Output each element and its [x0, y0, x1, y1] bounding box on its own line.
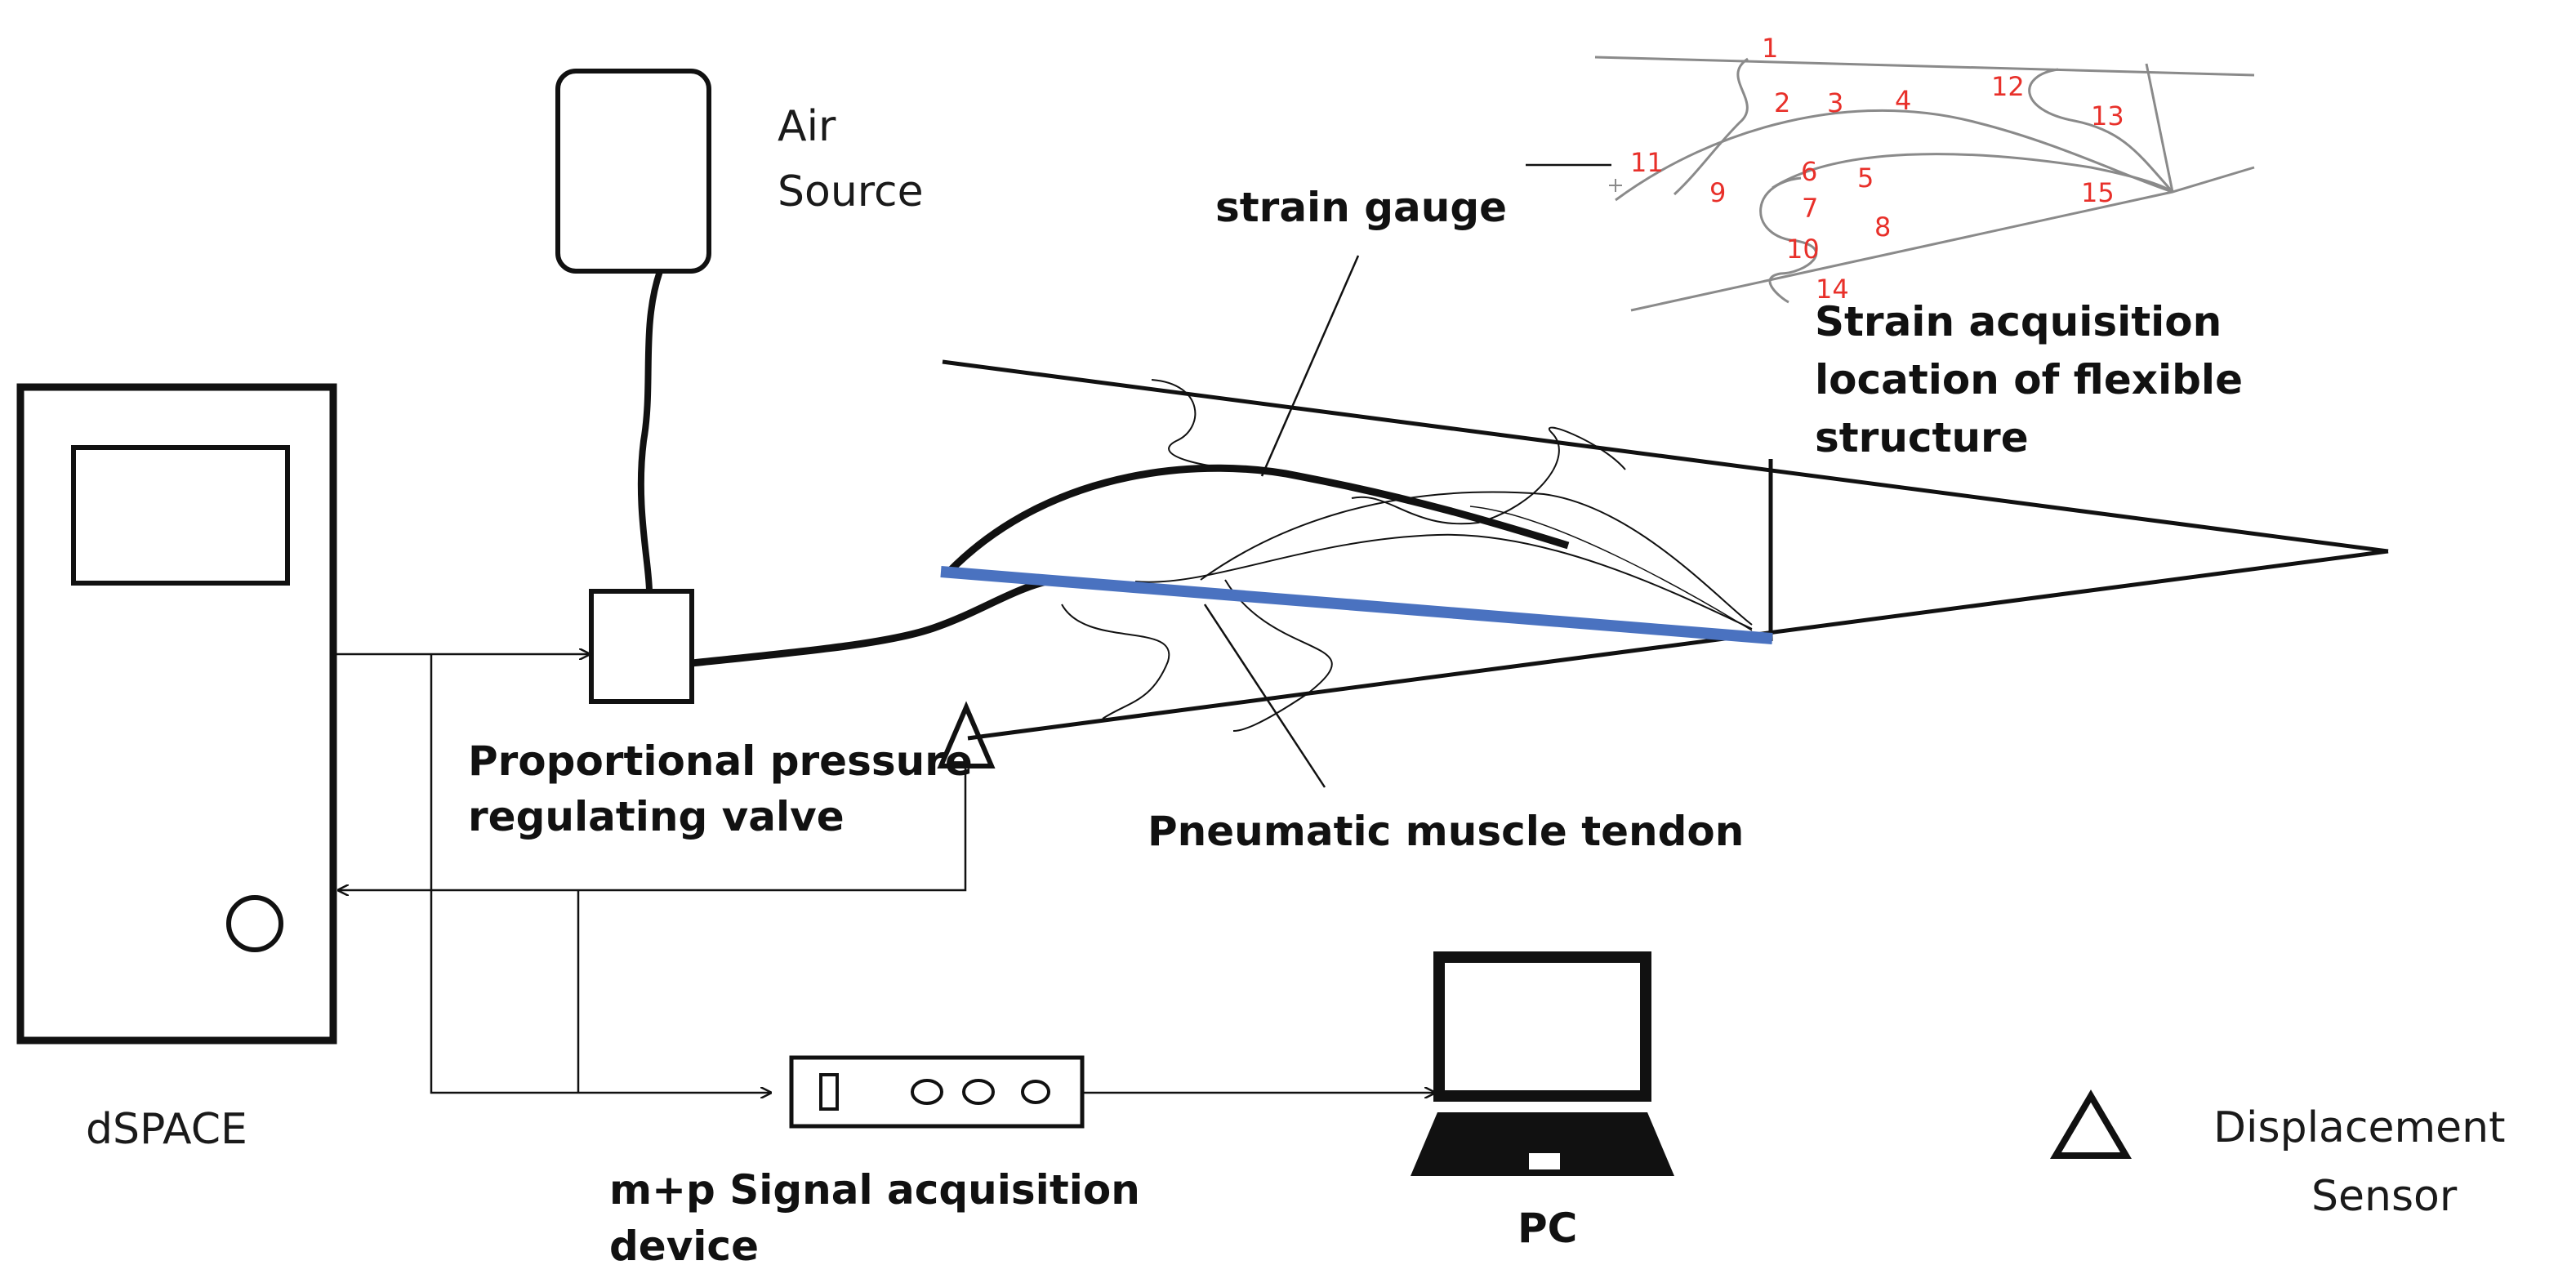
inset-arc-1 [1615, 109, 2173, 202]
inset-point-numbers: 1 2 3 4 5 6 7 8 9 10 11 12 13 14 15 [1630, 33, 2124, 305]
daq-label-line2: device [609, 1223, 759, 1270]
point-number: 7 [1802, 193, 1818, 224]
inset-cross-mark [1609, 179, 1622, 192]
wing-upper-skin [942, 359, 2389, 554]
inset-rib-left [1673, 57, 1749, 196]
dspace-label: dSPACE [86, 1105, 247, 1154]
inset-label-line3: structure [1815, 414, 2029, 461]
inset-label-line2: location of flexible [1815, 356, 2243, 403]
air-source-label-line2: Source [778, 167, 924, 216]
point-number: 13 [2091, 100, 2124, 131]
wing-lower-skin [967, 549, 2389, 741]
dspace-cabinet-icon [16, 383, 337, 1045]
point-number: 3 [1827, 87, 1843, 118]
dspace-control-bus [430, 654, 771, 1093]
point-number: 8 [1874, 212, 1891, 243]
point-number: 5 [1857, 163, 1874, 194]
point-number: 15 [2081, 177, 2115, 208]
point-number: 10 [1786, 234, 1820, 265]
sensor-legend-label-line1: Displacement [2213, 1103, 2505, 1152]
flexible-wing-structure [940, 255, 2389, 788]
point-number: 4 [1895, 85, 1911, 116]
pc-label: PC [1518, 1205, 1577, 1252]
pneumatic-muscle-tendon [940, 566, 1773, 644]
point-number: 1 [1762, 33, 1778, 64]
legend-triangle-icon [2050, 1089, 2132, 1159]
strain-location-inset [1526, 56, 2255, 312]
inset-upper-line [1594, 56, 2255, 77]
inner-flexible-ribs [1061, 379, 1753, 732]
inset-spar [2145, 63, 2174, 193]
tendon-label: Pneumatic muscle tendon [1148, 808, 1744, 855]
inset-label-line1: Strain acquisition [1815, 298, 2222, 345]
inset-rib-lower [1759, 176, 1818, 304]
point-number: 12 [1991, 71, 2025, 102]
strain-gauge-label: strain gauge [1215, 184, 1507, 231]
air-source [555, 69, 711, 593]
inset-arc-2 [1772, 153, 2173, 194]
strain-gauge-pointer [1260, 255, 1360, 477]
valve-label-line1: Proportional pressure [468, 737, 973, 785]
dspace-screen [71, 445, 290, 586]
inset-rib-right [2028, 68, 2174, 193]
daq-label-line1: m+p Signal acquisition [609, 1166, 1140, 1214]
signal-wiring [333, 654, 1435, 1093]
point-number: 11 [1630, 147, 1664, 178]
pneumatic-muscle-arc [946, 464, 1570, 575]
air-tank-icon [555, 69, 711, 274]
point-number: 9 [1709, 177, 1726, 208]
displacement-sensor-triangle-icon [937, 701, 996, 768]
laptop-icon [1411, 951, 1674, 1176]
pressure-hose [691, 576, 1054, 667]
point-number: 2 [1774, 87, 1790, 118]
point-number: 6 [1801, 156, 1817, 187]
air-source-label-line1: Air [778, 102, 836, 151]
sensor-legend-label-line2: Sensor [2311, 1172, 2458, 1221]
laptop-trackpad [1529, 1153, 1560, 1169]
laptop-base [1411, 1112, 1674, 1176]
air-supply-hose [637, 270, 663, 593]
point-number: 14 [1816, 274, 1849, 305]
tendon-pointer [1203, 604, 1326, 788]
signal-acquisition-device-icon [789, 1055, 1085, 1129]
sensor-feedback-line [338, 764, 967, 890]
valve-box-icon [589, 589, 694, 704]
dspace-knob [226, 895, 283, 952]
valve-label-line2: regulating valve [468, 793, 845, 840]
